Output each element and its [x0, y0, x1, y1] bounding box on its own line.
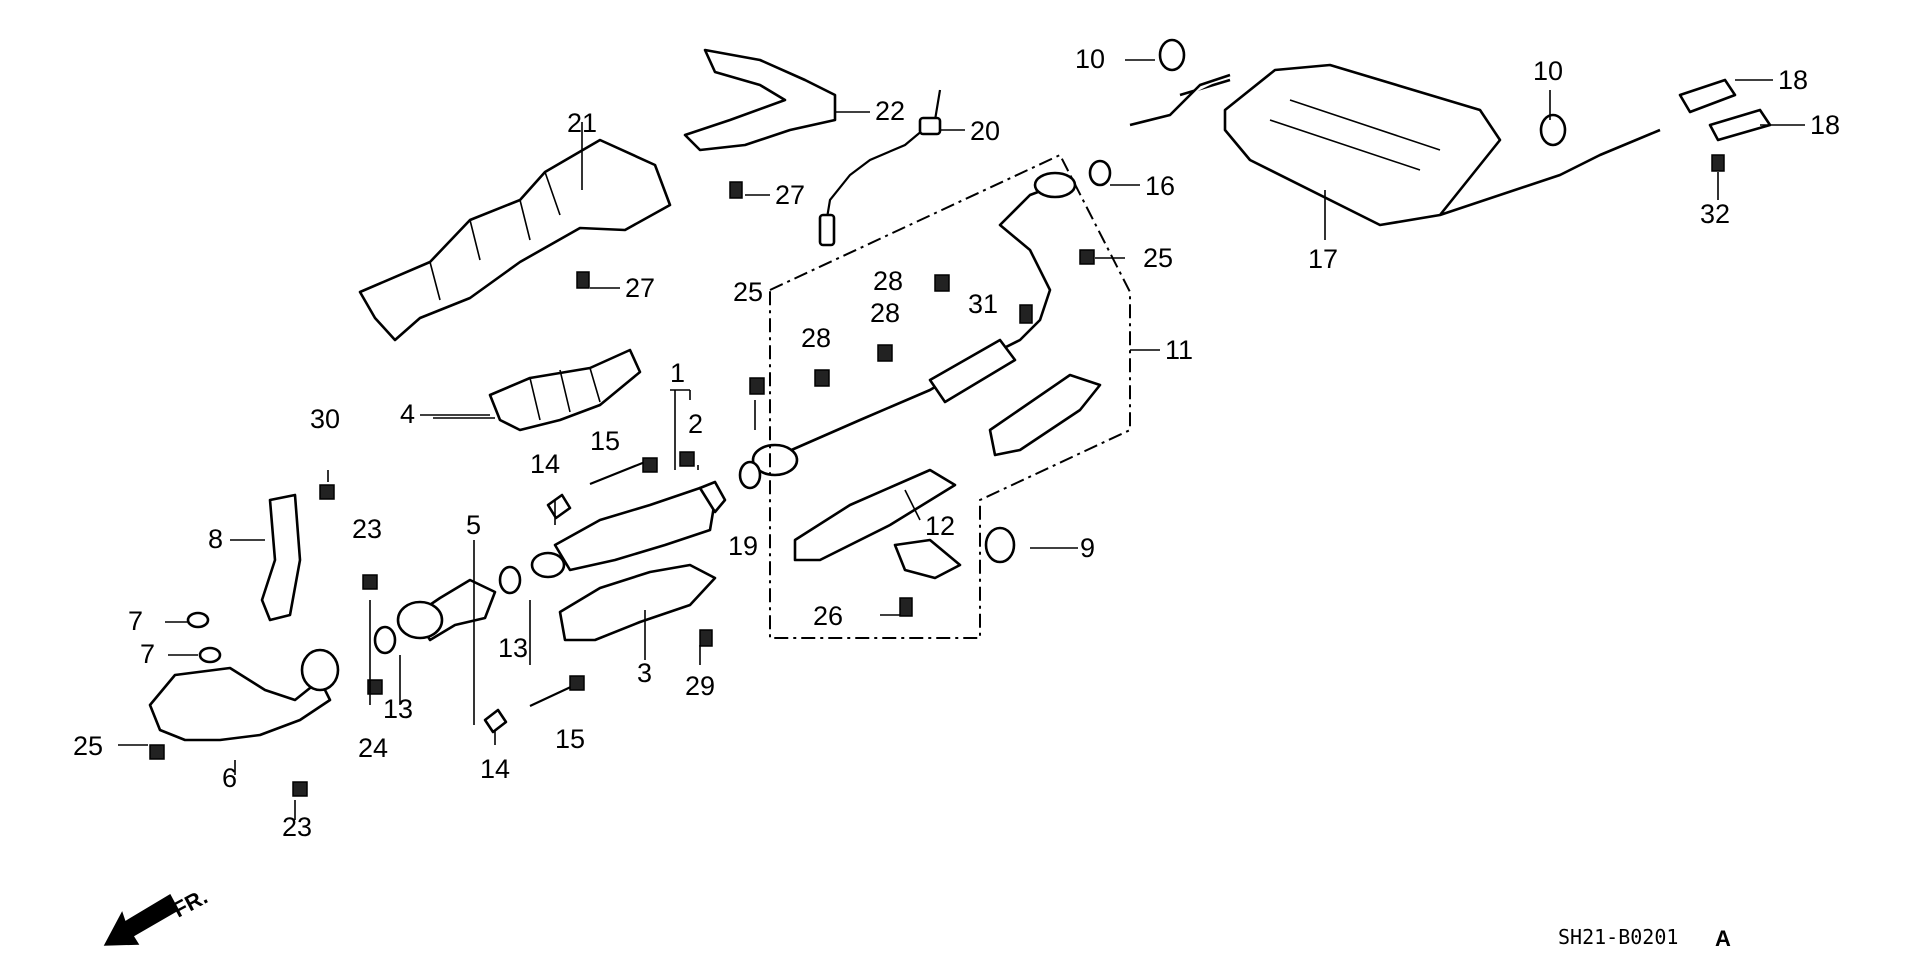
- diagram-code: SH21-B0201: [1558, 925, 1678, 949]
- gasket-13a: [498, 565, 522, 595]
- converter-shield-3: [558, 563, 717, 642]
- callout-25a: 25: [73, 731, 103, 761]
- callout-16: 16: [1145, 171, 1175, 201]
- callout-10a: 10: [1075, 44, 1105, 74]
- callout-18b: 18: [1810, 110, 1840, 140]
- callout-15b: 15: [555, 724, 585, 754]
- gasket-13b: [373, 625, 397, 655]
- exhaust-tip-18a: [1678, 78, 1737, 114]
- callout-23a: 23: [352, 514, 382, 544]
- group-outline-11: [769, 153, 1131, 639]
- callout-19: 19: [728, 531, 758, 561]
- callout-4: 4: [400, 399, 415, 429]
- gasket-7a: [186, 611, 210, 629]
- center-pipe-11: [751, 171, 1077, 477]
- callout-7a: 7: [128, 606, 143, 636]
- rubber-mount-9: [984, 526, 1016, 564]
- callout-27a: 27: [775, 180, 805, 210]
- bracket-8: [260, 493, 302, 622]
- rubber-mount-10b: [1539, 113, 1567, 147]
- gasket-19: [738, 460, 762, 490]
- callout-28b: 28: [801, 323, 831, 353]
- callout-28c: 28: [870, 298, 900, 328]
- heat-shield-22: [683, 48, 837, 152]
- callout-5: 5: [466, 510, 481, 540]
- callout-27b: 27: [625, 273, 655, 303]
- flex-pipe-5: [396, 578, 497, 642]
- callout-29: 29: [685, 671, 715, 701]
- callout-10b: 10: [1533, 56, 1563, 86]
- callout-11: 11: [1165, 335, 1193, 365]
- callout-32: 32: [1700, 199, 1730, 229]
- oxygen-sensor-20: [818, 89, 942, 247]
- callout-26: 26: [813, 601, 843, 631]
- direction-label: FR.: [169, 884, 212, 923]
- callout-2: 2: [688, 409, 703, 439]
- callout-9: 9: [1080, 533, 1095, 563]
- callout-1: 1: [670, 358, 685, 388]
- callout-18a: 18: [1778, 65, 1808, 95]
- callout-8: 8: [208, 524, 223, 554]
- callout-31: 31: [968, 289, 998, 319]
- gasket-16: [1088, 159, 1112, 187]
- callout-13a: 13: [498, 633, 528, 663]
- callout-3: 3: [637, 658, 652, 688]
- callout-20: 20: [970, 116, 1000, 146]
- leader-lines: [118, 59, 1805, 820]
- callout-14b: 14: [480, 754, 510, 784]
- callout-28a: 28: [873, 266, 903, 296]
- callout-14a: 14: [530, 449, 560, 479]
- callout-7b: 7: [140, 639, 155, 669]
- heat-shield-21: [358, 138, 672, 342]
- callout-15a: 15: [590, 426, 620, 456]
- catalytic-converter-1: [530, 480, 727, 579]
- callout-25c: 25: [1143, 243, 1173, 273]
- callout-30: 30: [310, 404, 340, 434]
- callout-6: 6: [222, 763, 237, 793]
- callout-23b: 23: [282, 812, 312, 842]
- callout-12: 12: [925, 511, 955, 541]
- callout-21: 21: [567, 108, 597, 138]
- heat-shield-12: [793, 373, 1102, 580]
- fasteners: [149, 154, 1725, 797]
- callout-13b: 13: [383, 694, 413, 724]
- callout-22: 22: [875, 96, 905, 126]
- front-direction-arrow: FR.: [103, 884, 212, 946]
- gasket-7b: [198, 646, 222, 664]
- diagram-revision: A: [1715, 926, 1731, 951]
- callout-24: 24: [358, 733, 388, 763]
- callout-numbers: 1 2 3 4 5 6 7 7 8 9 10 10 11 12 13 13 14…: [73, 44, 1840, 842]
- callout-17: 17: [1308, 244, 1338, 274]
- exhaust-pipe-6: [148, 648, 340, 742]
- callout-25b: 25: [733, 277, 763, 307]
- converter-shield-4: [488, 348, 642, 432]
- muffler-17: [1129, 63, 1661, 227]
- rubber-mount-10a: [1158, 38, 1186, 72]
